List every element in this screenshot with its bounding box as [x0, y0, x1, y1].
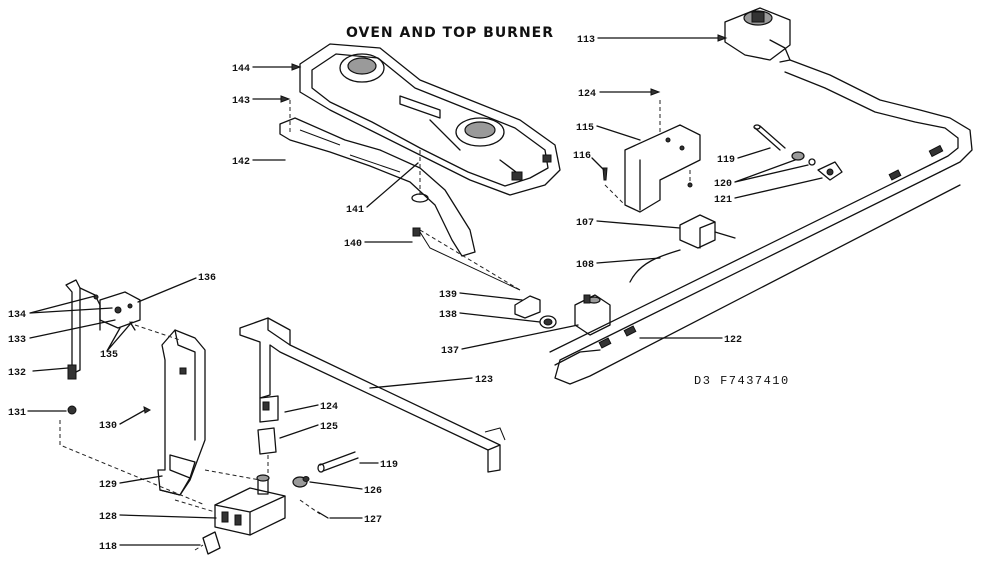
- callout-135: 135: [100, 350, 118, 361]
- callout-129: 129: [99, 480, 117, 491]
- fitting-118: [194, 531, 221, 555]
- callout-139: 139: [439, 290, 457, 301]
- callout-126: 126: [364, 486, 382, 497]
- diagram-title: OVEN AND TOP BURNER: [346, 25, 554, 41]
- callout-108: 108: [576, 260, 594, 271]
- callout-labels: 113 144 143 142 141 140 124 115 116 119 …: [8, 35, 742, 553]
- orifice-120: [791, 151, 816, 166]
- callout-113: 113: [577, 35, 595, 46]
- valve-bracket-115: [624, 124, 701, 213]
- sleeve-124-lower: [259, 395, 279, 423]
- callout-124-lower: 124: [320, 402, 338, 413]
- oven-valve-128: [214, 474, 286, 536]
- orifice-138: [539, 315, 557, 329]
- nut-131: [67, 405, 77, 415]
- pressure-regulator-113: [724, 7, 791, 63]
- callout-131: 131: [8, 408, 26, 419]
- top-burner-144: [299, 43, 561, 196]
- callout-136: 136: [198, 273, 216, 284]
- callout-142: 142: [232, 157, 250, 168]
- callout-125: 125: [320, 422, 338, 433]
- callout-124-top: 124: [578, 89, 596, 100]
- callout-137: 137: [441, 346, 459, 357]
- valve-121: [817, 161, 843, 181]
- callout-120: 120: [714, 179, 732, 190]
- callout-130: 130: [99, 421, 117, 432]
- callout-134: 134: [8, 310, 26, 321]
- callout-141: 141: [346, 205, 364, 216]
- support-bar-123: [239, 317, 506, 473]
- callout-115: 115: [576, 123, 594, 134]
- burner-hardware-133-136: [93, 291, 141, 331]
- manifold-pipe-122: [549, 59, 973, 385]
- callout-128: 128: [99, 512, 117, 523]
- callout-138: 138: [439, 310, 457, 321]
- callout-121: 121: [714, 195, 732, 206]
- leader-lines: [27, 34, 823, 546]
- fitting-126: [292, 476, 310, 488]
- burner-bracket-142: [279, 117, 476, 257]
- callout-140: 140: [344, 239, 362, 250]
- callout-127: 127: [364, 515, 382, 526]
- mounting-bracket-129: [157, 329, 206, 496]
- callout-119-lower: 119: [380, 460, 398, 471]
- tube-119-lower: [317, 451, 359, 473]
- thermostat-valve-137: [574, 294, 611, 336]
- callout-116: 116: [573, 151, 591, 162]
- callout-107: 107: [576, 218, 594, 229]
- clip-125: [257, 427, 277, 455]
- callout-143: 143: [232, 96, 250, 107]
- callout-118: 118: [99, 542, 117, 553]
- drawing-code: D3 F7437410: [694, 374, 790, 388]
- callout-133: 133: [8, 335, 26, 346]
- callout-122: 122: [724, 335, 742, 346]
- switch-107: [679, 214, 736, 249]
- wire-108: [629, 249, 681, 283]
- tube-119-top: [753, 124, 786, 151]
- callout-119-top: 119: [717, 155, 735, 166]
- callout-144: 144: [232, 64, 250, 75]
- callout-132: 132: [8, 368, 26, 379]
- callout-123: 123: [475, 375, 493, 386]
- capillary-140: [419, 231, 521, 291]
- fitting-139: [514, 295, 541, 319]
